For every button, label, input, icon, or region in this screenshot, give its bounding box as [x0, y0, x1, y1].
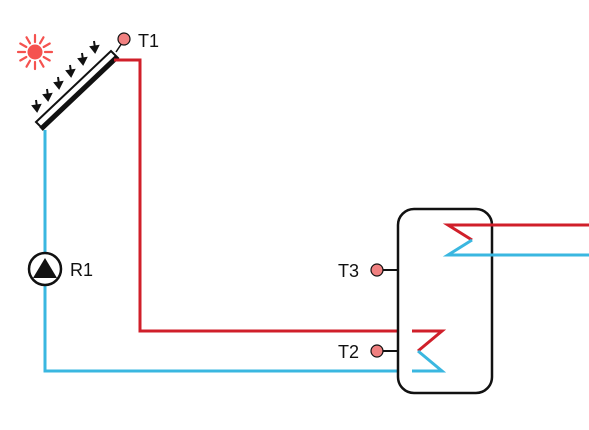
collector-sensor-label: T1: [138, 31, 159, 51]
sunlight-arrow: [89, 40, 100, 54]
solar-collector-icon: [34, 49, 120, 131]
sunlight-arrow: [53, 76, 64, 90]
sun-ray: [19, 42, 28, 49]
temperature-sensor-icon: [370, 263, 384, 277]
lower-coil-hot: [412, 329, 447, 353]
sun-ray: [42, 55, 51, 62]
temperature-sensor-icon: [370, 344, 384, 358]
tank-top-sensor-label: T3: [338, 261, 359, 281]
tank-bottom-sensor-label: T2: [338, 342, 359, 362]
sun-ray: [25, 59, 32, 68]
sunlight-arrow: [42, 88, 53, 102]
storage-tank-icon: [396, 207, 494, 395]
upper-coil-hot: [442, 223, 589, 242]
sunlight-arrow: [65, 64, 76, 78]
lower-coil-cold: [412, 349, 447, 373]
sun-ray: [38, 59, 45, 68]
temperature-sensor-icon: [117, 32, 131, 46]
cold-return-pipe-lower: [43, 286, 412, 373]
upper-coil-cold: [442, 238, 589, 257]
sun-icon: [16, 33, 54, 71]
sunlight-arrows: [31, 40, 100, 113]
pump-label: R1: [70, 260, 93, 280]
sunlight-arrow: [77, 52, 88, 66]
sun-ray: [25, 36, 32, 45]
sunlight-arrow: [31, 99, 42, 113]
sun-ray: [38, 36, 45, 45]
pump-icon: [27, 251, 63, 287]
sun-ray: [42, 42, 51, 49]
sun-ray: [19, 55, 28, 62]
hot-supply-pipe: [114, 58, 412, 333]
